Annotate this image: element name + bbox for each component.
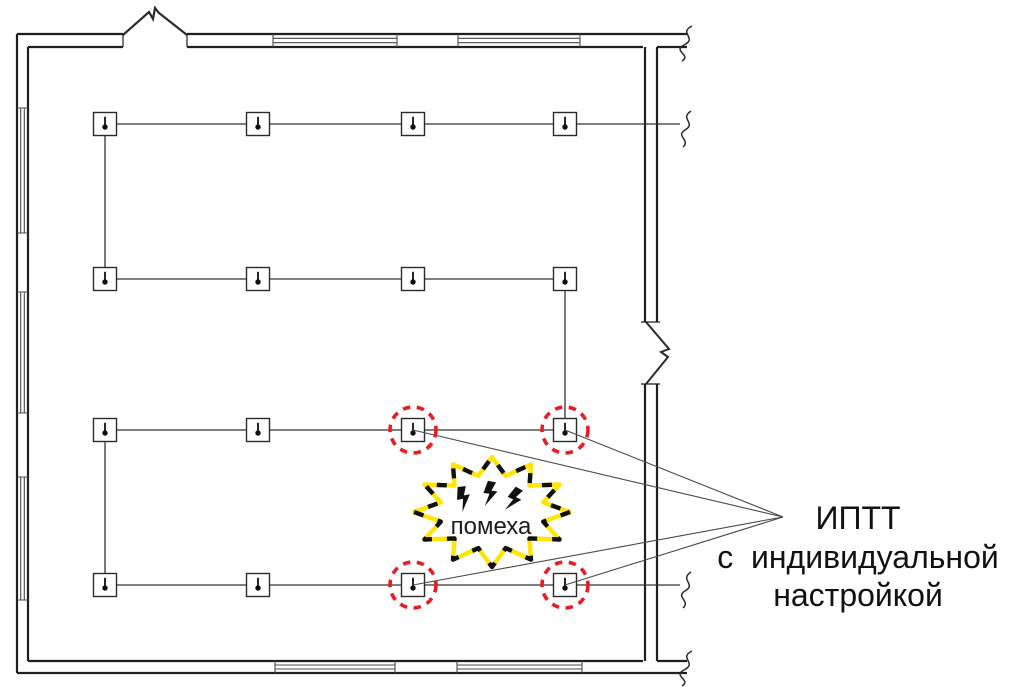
heat-detector-icon	[92, 417, 118, 443]
callout-line-3: настройкой	[773, 577, 943, 613]
wall-break-symbol	[122, 5, 188, 36]
callout-leader-line	[564, 429, 784, 518]
walls	[15, 5, 693, 687]
callout-leader-line	[412, 516, 784, 586]
break-symbol	[679, 25, 693, 62]
dashed-circle-highlight	[540, 560, 590, 610]
heat-detector-icon	[92, 572, 118, 598]
callout-leader-lines	[412, 429, 784, 586]
right-wall	[643, 47, 659, 661]
dashed-circle-highlight	[540, 405, 590, 455]
callout-line-2: с индивидуальной	[717, 539, 999, 575]
heat-detector-icon	[92, 111, 118, 137]
callout-line-1: ИПТТ	[815, 500, 900, 536]
dashed-circle-highlight	[388, 560, 438, 610]
heat-detector-icon	[245, 417, 271, 443]
star-outline-black-dashes	[411, 454, 573, 570]
interference-label: помеха	[451, 513, 532, 540]
dashed-circle-highlight	[388, 405, 438, 455]
callout-leader-line	[564, 516, 784, 586]
heat-detector-icon	[552, 266, 578, 292]
break-symbol	[680, 571, 692, 609]
heat-detector-icon	[245, 111, 271, 137]
heat-detector-icon	[552, 111, 578, 137]
window-hatching	[17, 34, 583, 673]
heat-detector-icon	[400, 111, 426, 137]
break-symbol	[680, 110, 692, 148]
heat-detector-icon	[92, 266, 118, 292]
star-outline-yellow	[411, 454, 573, 570]
break-symbol	[679, 650, 693, 687]
heat-detector-icon	[400, 266, 426, 292]
highlight-circles	[388, 405, 590, 610]
interference-star: помеха	[411, 454, 573, 570]
heat-detector-icon	[245, 572, 271, 598]
detector-loop-wiring	[104, 110, 692, 609]
callout-label: ИПТТ с индивидуальной настройкой	[717, 500, 999, 613]
callout-leader-line	[412, 429, 784, 518]
wall-break-symbol	[645, 321, 671, 385]
heat-detector-icon	[245, 266, 271, 292]
